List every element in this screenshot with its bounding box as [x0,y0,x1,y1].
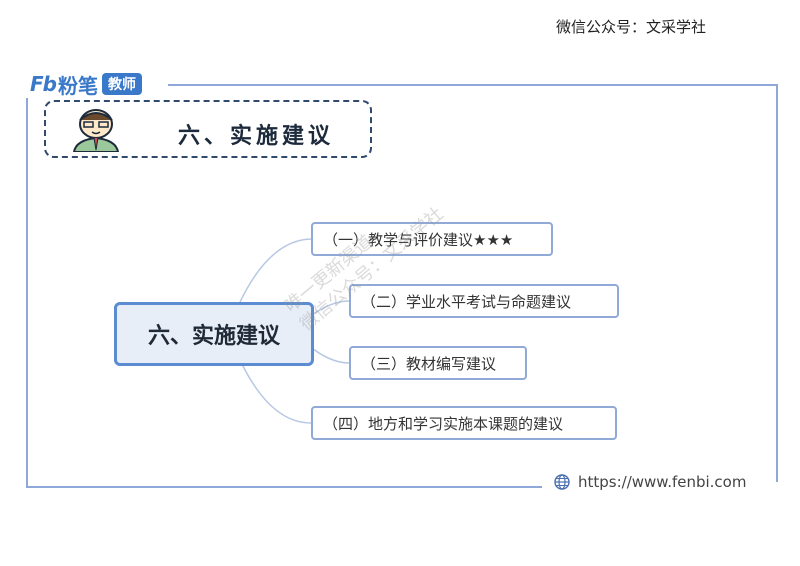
frame-top-line [168,84,778,86]
branch-node-2: （二）学业水平考试与命题建议 [349,284,619,318]
frame-bottom-line [26,486,542,488]
page-title: 六、实施建议 [178,123,335,149]
website-url[interactable]: https://www.fenbi.com [578,473,747,491]
logo-name: 粉笔 [57,73,98,98]
globe-icon [554,474,570,490]
brand-logo: Fb 粉笔 教师 [30,70,142,98]
logo-mark: Fb [30,72,57,96]
top-note: 微信公众号：文采学社 [556,18,707,36]
branch-node-4: （四）地方和学习实施本课题的建议 [311,406,617,440]
frame-right-line [776,84,778,482]
logo-tag: 教师 [101,73,142,95]
teacher-avatar-icon [72,109,120,152]
branch-node-1: （一）教学与评价建议★★★ [311,222,553,256]
frame-left-line [26,98,28,488]
branch-node-3: （三）教材编写建议 [349,346,527,380]
root-node: 六、实施建议 [114,302,314,366]
website-footer[interactable]: https://www.fenbi.com [554,473,746,491]
